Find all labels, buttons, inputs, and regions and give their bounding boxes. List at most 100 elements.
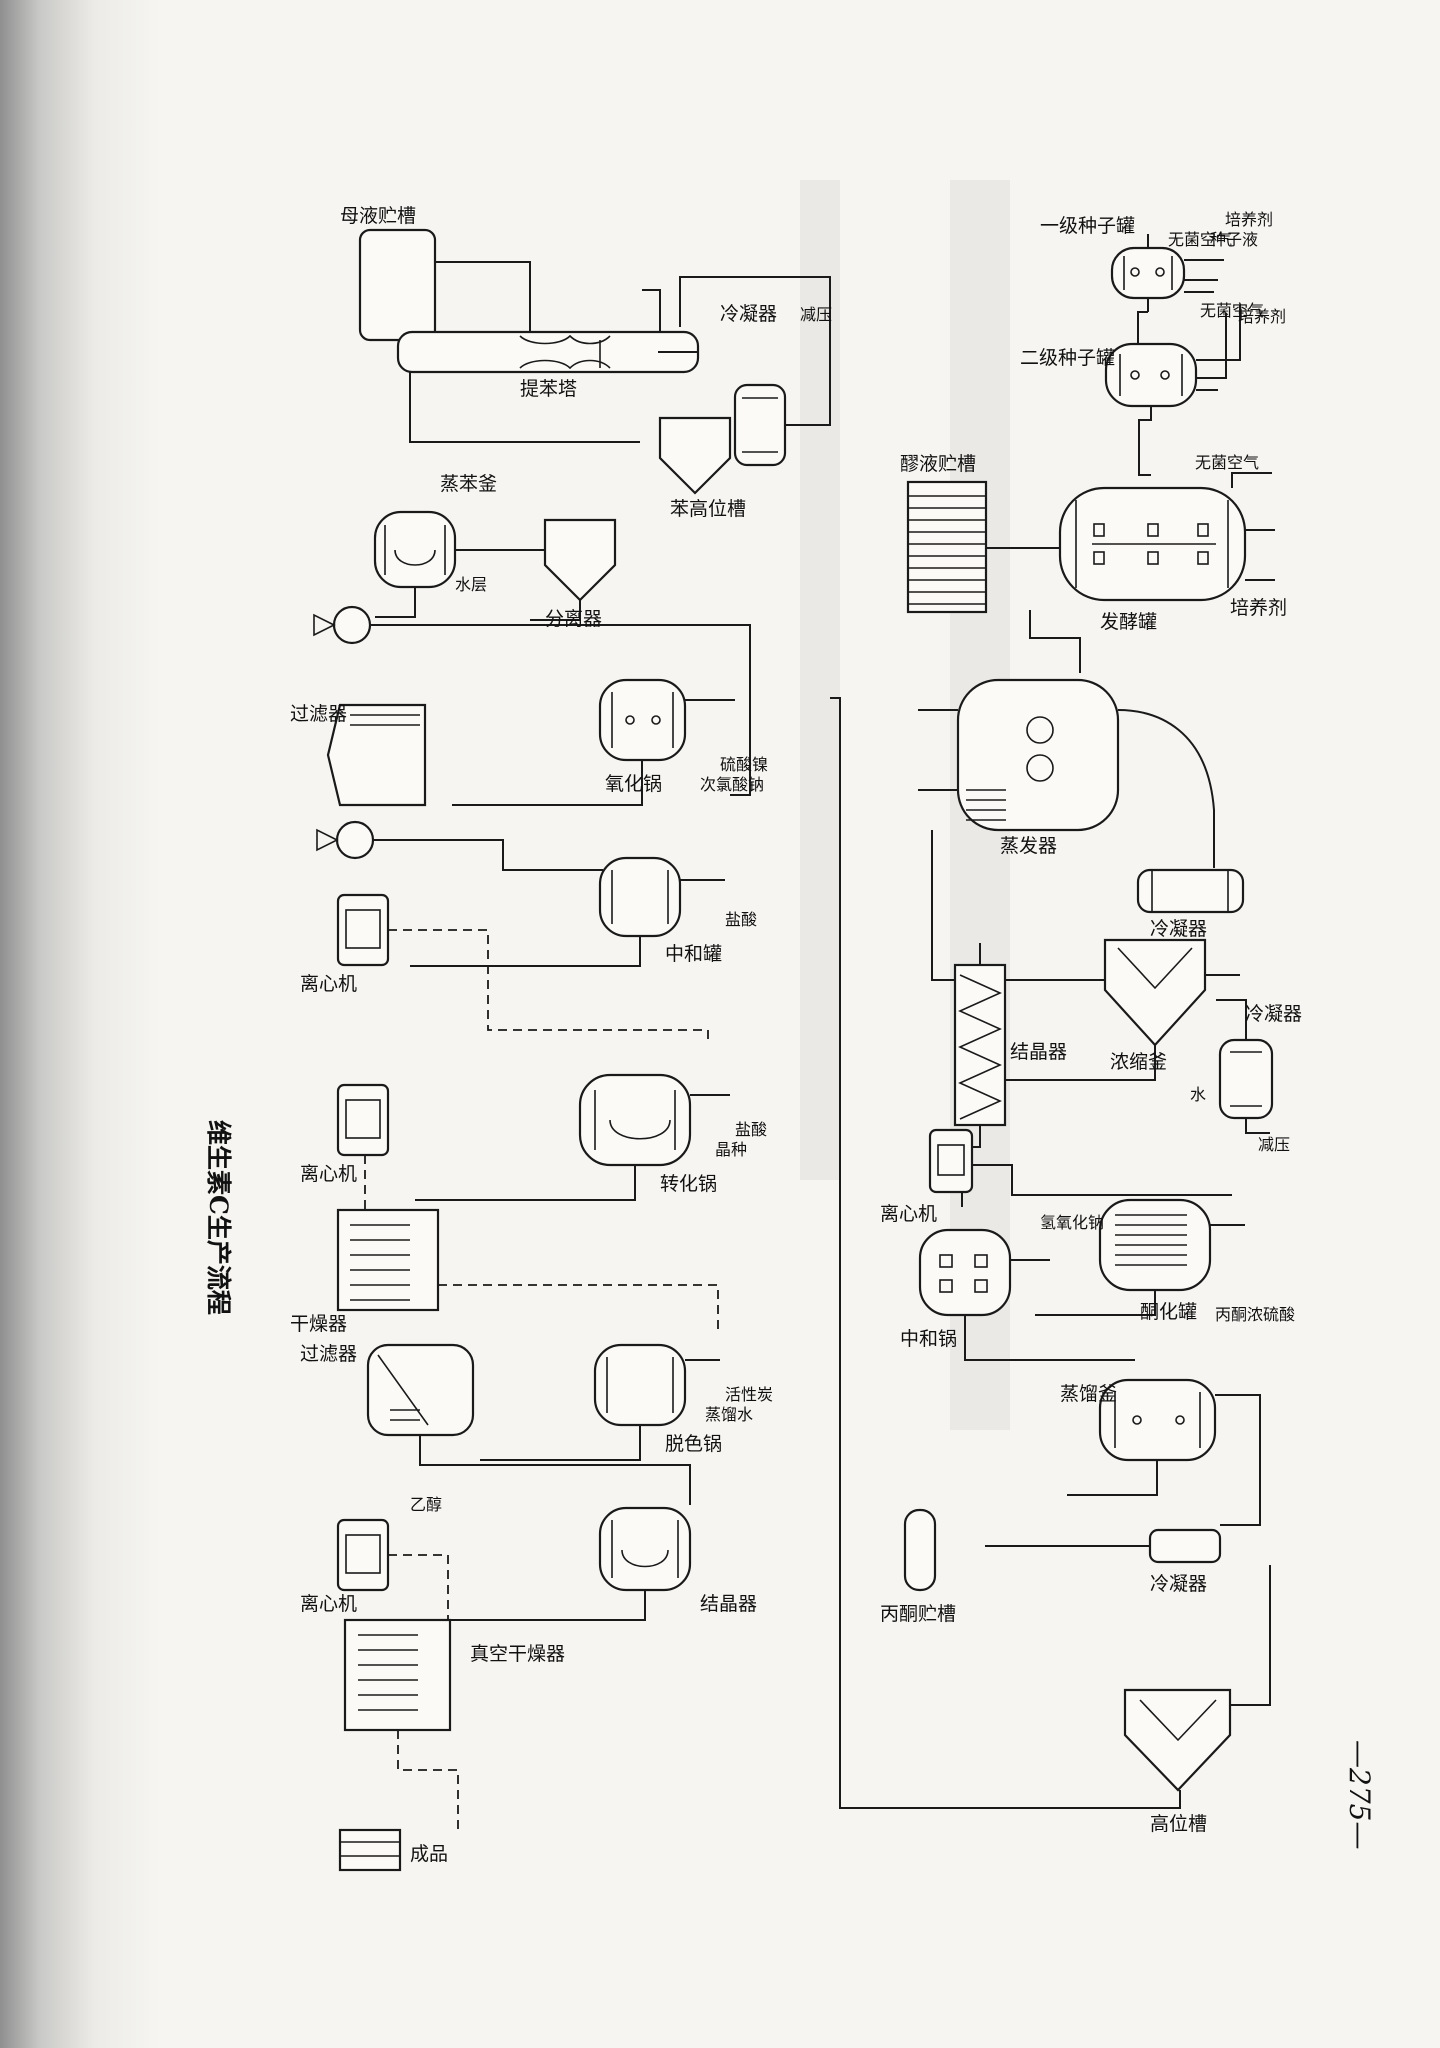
seed-to-secondary-line xyxy=(1138,312,1148,347)
filter-to-neutralizer-line xyxy=(373,840,603,870)
concentration-kettle xyxy=(1105,940,1205,1045)
label-benzene-still: 蒸苯釜 xyxy=(440,473,497,495)
finished-product xyxy=(340,1830,400,1870)
label-fermenter: 发酵罐 xyxy=(1100,611,1157,633)
label-condenser-2: 冷凝器 xyxy=(1245,1003,1302,1025)
broth-to-evaporator-line xyxy=(1030,610,1080,673)
label-decolorization-pot: 脱色锅 xyxy=(665,1433,722,1455)
label-conversion-pot: 转化锅 xyxy=(660,1173,717,1195)
label-mother-liquor-tank: 母液贮槽 xyxy=(340,205,416,227)
label-crystallizer-upper: 结晶器 xyxy=(1010,1041,1067,1063)
label-oxidation-pot: 氧化锅 xyxy=(605,773,662,795)
label-broth-storage-tank: 醪液贮槽 xyxy=(900,453,976,475)
distillation-condenser xyxy=(1150,1530,1220,1562)
label-evaporator-condenser: 冷凝器 xyxy=(1150,918,1207,940)
conversion-pot xyxy=(580,1075,690,1165)
distillation-kettle xyxy=(1100,1380,1215,1460)
label-filter-upper: 过滤器 xyxy=(290,703,347,725)
label-culture-medium-1: 培养剂 xyxy=(1225,210,1273,229)
label-centrifuge-3: 离心机 xyxy=(300,1593,357,1615)
label-distilled-water: 蒸馏水 xyxy=(705,1405,753,1424)
label-vacuum-1: 减压 xyxy=(1258,1135,1290,1154)
label-hydrochloric-acid-2: 盐酸 xyxy=(735,1120,767,1139)
broth-storage-tank xyxy=(908,482,986,612)
vacuum-dryer-to-product-line xyxy=(398,1730,458,1830)
label-hydrochloric-acid-1: 盐酸 xyxy=(725,910,757,929)
dryer xyxy=(338,1210,438,1310)
diagram-title: 维生素C生产流程 xyxy=(204,1120,233,1315)
label-filter-lower: 过滤器 xyxy=(300,1343,357,1365)
label-sterile-air-1: 无菌空气 xyxy=(1168,230,1232,249)
label-evaporator: 蒸发器 xyxy=(1000,835,1057,857)
concentrator-condenser xyxy=(1220,1040,1272,1118)
centrifuge-3 xyxy=(338,1520,388,1590)
label-ethanol: 乙醇 xyxy=(410,1495,442,1514)
label-secondary-seed-tank: 二级种子罐 xyxy=(1020,347,1115,369)
decolorization-pot xyxy=(595,1345,685,1425)
filter-lower xyxy=(368,1345,473,1435)
label-sodium-hypochlorite: 次氯酸钠 xyxy=(700,775,764,794)
evaporator-condenser xyxy=(1138,870,1243,912)
label-distillation-kettle: 蒸馏釜 xyxy=(1060,1383,1117,1405)
secondary-seed-tank xyxy=(1106,344,1196,406)
pump-to-oxidation-line xyxy=(370,625,750,795)
label-activated-carbon: 活性炭 xyxy=(725,1385,773,1404)
label-ketonization-tank: 酮化罐 xyxy=(1140,1301,1197,1323)
label-vacuum-dryer: 真空干燥器 xyxy=(470,1643,565,1665)
evaporator-vapor-line xyxy=(1118,710,1214,868)
crystallizer-to-centrifuge-line xyxy=(415,1590,645,1620)
label-crystallizer-lower: 结晶器 xyxy=(700,1593,757,1615)
oxidation-pot xyxy=(600,680,685,760)
benzene-elevated-tank xyxy=(660,418,730,493)
pump-lower xyxy=(317,822,373,858)
mother-liquor-line xyxy=(435,262,530,332)
page-number: —275— xyxy=(1343,1740,1376,1849)
label-centrifuge-2: 离心机 xyxy=(300,1163,357,1185)
secondary-to-fermenter-line xyxy=(1139,406,1151,475)
centrifuge-1-solid-line xyxy=(388,930,708,1045)
benzene-still xyxy=(375,512,455,587)
label-finished-product: 成品 xyxy=(410,1843,448,1865)
label-sterile-air-3: 无菌空气 xyxy=(1195,453,1259,472)
label-benzene-extraction-tower: 提苯塔 xyxy=(520,378,577,400)
label-nickel-sulfate: 硫酸镍 xyxy=(720,755,768,774)
centrifuge-3-to-vacuum-dryer-line xyxy=(388,1555,448,1620)
oxidation-section xyxy=(314,230,830,1870)
evaporator xyxy=(958,680,1118,830)
labels: 培养剂 种子液 无菌空气 一级种子罐 培养剂 无菌空气 二级种子罐 无菌空气 发… xyxy=(204,205,1376,1865)
label-tower-condenser: 冷凝器 xyxy=(720,303,777,325)
label-neutralization-tank: 中和罐 xyxy=(665,943,722,965)
centrifuge-1 xyxy=(338,895,388,965)
label-seed-crystal: 晶种 xyxy=(715,1140,747,1159)
label-primary-seed-tank: 一级种子罐 xyxy=(1040,215,1135,237)
vacuum-dryer xyxy=(345,1620,450,1730)
oxidation-lines xyxy=(452,700,735,805)
crystallizer-upper xyxy=(955,965,1005,1125)
label-sodium-hydroxide: 氢氧化钠 xyxy=(1040,1213,1104,1232)
ketonization-tank xyxy=(1100,1200,1210,1290)
label-elevated-tank: 高位槽 xyxy=(1150,1813,1207,1835)
label-neutralization-pot: 中和锅 xyxy=(900,1328,957,1350)
centrifuge-upper xyxy=(930,1130,972,1192)
label-sterile-air-2: 无菌空气 xyxy=(1200,301,1264,320)
filter-to-crystallizer-line xyxy=(420,1435,690,1505)
label-culture-medium-3: 培养剂 xyxy=(1230,597,1287,619)
fermenter xyxy=(1060,488,1245,600)
benzene-extraction-tower xyxy=(398,332,698,372)
centrifuge-2 xyxy=(338,1085,388,1155)
label-water: 水 xyxy=(1190,1085,1206,1104)
label-acetone-sulfuric-acid: 丙酮浓硫酸 xyxy=(1215,1305,1295,1324)
crystallizer-lower xyxy=(600,1508,690,1590)
label-vacuum-2: 减压 xyxy=(800,305,832,324)
neutralization-tank xyxy=(600,858,680,936)
label-separator: 分离器 xyxy=(545,608,602,630)
seed-tank-feed-lines xyxy=(1184,260,1224,292)
label-water-layer: 水层 xyxy=(455,575,487,594)
acetone-storage-tank xyxy=(905,1510,935,1590)
label-centrifuge-upper: 离心机 xyxy=(880,1203,937,1225)
separator xyxy=(545,520,615,600)
elevated-tank-upper xyxy=(1125,1690,1230,1790)
label-distillation-condenser: 冷凝器 xyxy=(1150,1573,1207,1595)
tower-condenser xyxy=(735,385,785,465)
